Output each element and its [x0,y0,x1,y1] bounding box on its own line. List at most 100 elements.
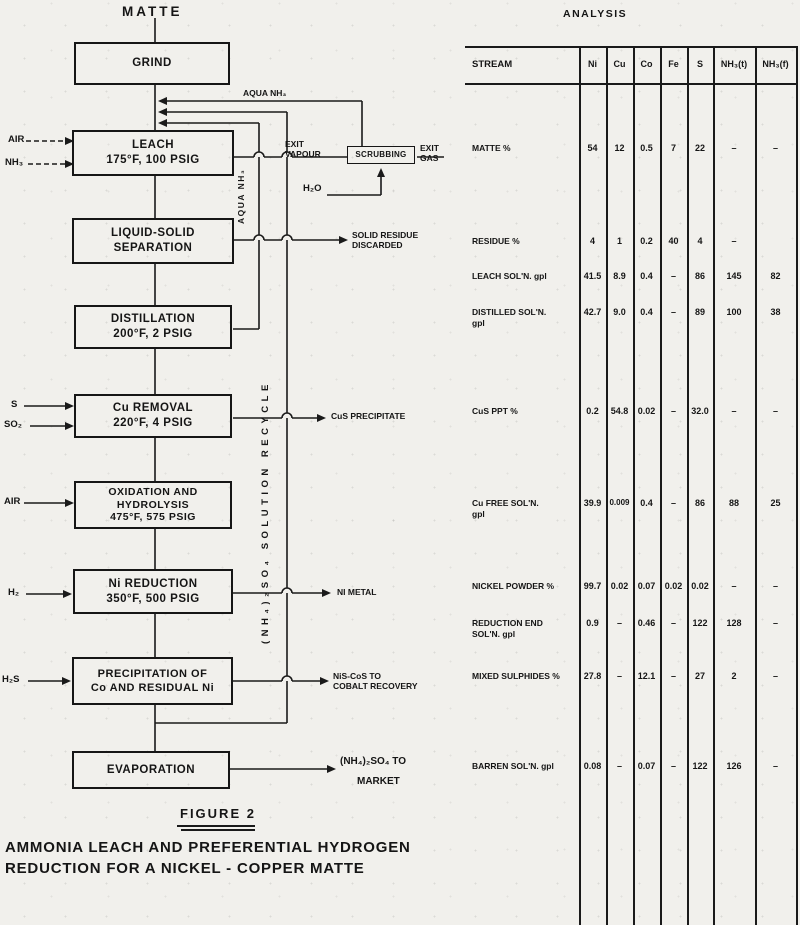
cell: 0.4 [640,498,653,508]
cell: – [731,406,737,416]
cell: 1 [616,236,622,246]
cell: 0.07 [637,581,656,591]
stream-cell: RESIDUE % [472,236,520,246]
process-box-cu-removal: Cu REMOVAL 220°F, 4 PSIG [74,394,232,438]
cell: – [772,671,778,681]
cell: – [731,236,737,246]
stream-cell: CuS PPT % [472,406,518,416]
cell: 145 [726,271,742,281]
figure-caption-line1: AMMONIA LEACH AND PREFERENTIAL HYDROGEN [5,839,411,856]
cell: 86 [694,271,705,281]
cell: 27.8 [583,671,602,681]
box-label2: SEPARATION [113,242,193,254]
nis-cos-line2: COBALT RECOVERY [333,681,418,692]
cell: 0.02 [691,581,709,591]
cell: – [670,671,676,681]
figure-underline-2 [181,829,255,831]
cell: – [670,498,676,508]
cell: 82 [770,271,781,281]
nis-cos-label: NiS-CoS TO COBALT RECOVERY [333,671,418,691]
cell: 2 [731,671,737,681]
box-label: Cu REMOVAL [112,402,194,415]
figure-number-label: FIGURE 2 [180,806,256,821]
figure-underline-1 [177,825,255,827]
exit-gas-label: EXIT GAS [420,143,439,163]
input-h2s-label: H₂S [2,674,20,685]
cell: 89 [694,307,705,317]
cell: 4 [697,236,703,246]
table-column-line [633,47,635,925]
stream-cell: DISTILLED SOL'N. gpl [472,307,547,329]
solid-residue-line2: DISCARDED [352,240,403,251]
process-box-grind: GRIND [74,42,230,85]
table-header-rule [465,83,798,85]
table-column-line [687,47,689,925]
cell: – [670,307,676,317]
cell: 86 [694,498,705,508]
cell: 0.08 [583,761,602,771]
stream-cell: REDUCTION END SOL'N. gpl [472,618,543,640]
box-label2: Co AND RESIDUAL Ni [90,682,215,694]
cell: 39.9 [583,498,602,508]
nis-cos-line1: NiS-CoS TO [333,671,382,681]
table-column-line [660,47,662,925]
analysis-table: STREAM Ni Cu Co Fe S NH₃(t) NH₃(f) MATTE… [465,0,798,925]
box-conditions: 175°F, 100 PSIG [106,154,200,166]
process-box-distillation: DISTILLATION 200°F, 2 PSIG [74,305,232,349]
input-nh3-label: NH₃ [5,157,24,168]
line-hops [253,151,293,682]
cell: 38 [770,307,781,317]
cell: 128 [726,618,742,628]
cell: 4 [589,236,595,246]
cell: 0.009 [609,498,630,507]
cell: 22 [694,143,705,153]
box-label: PRECIPITATION OF [97,667,208,680]
process-box-scrubbing: SCRUBBING [347,146,415,164]
cell: – [670,406,676,416]
box-conditions: 220°F, 4 PSIG [113,417,193,429]
exit-vapour-line1: EXIT [285,139,304,149]
cell: – [772,143,778,153]
cell: 27 [694,671,705,681]
stream-cell: LEACH SOL'N. gpl [472,271,547,281]
cell: – [616,671,622,681]
box-label: GRIND [132,57,172,70]
cell: 9.0 [613,307,626,317]
cell: 122 [692,618,708,628]
stream-cell: BARREN SOL'N. gpl [472,761,554,771]
cell: – [772,406,778,416]
stream-cell: MIXED SULPHIDES % [472,671,560,681]
table-column-line [606,47,608,925]
cell: 0.9 [586,618,599,628]
ni-metal-label: NI METAL [337,587,377,597]
flow-lines-layer [24,18,444,773]
cell: 41.5 [583,271,602,281]
box-label: DISTILLATION [110,313,196,326]
aqua-nh3-vertical-label: AQUA NH₃ [236,168,246,224]
solid-residue-line1: SOLID RESIDUE [352,230,419,240]
cell: – [731,143,737,153]
cell: 88 [728,498,739,508]
aqua-nh3-top-label: AQUA NH₃ [243,88,287,98]
box-label: Ni REDUCTION [108,577,198,590]
cell: 12.1 [637,671,656,681]
cell: 12 [614,143,625,153]
process-box-ni-reduction: Ni REDUCTION 350°F, 500 PSIG [73,569,233,614]
box-label: LEACH [131,139,175,152]
table-column-line [713,47,715,925]
input-so2-label: SO₂ [4,419,22,430]
connector-lines [24,18,444,770]
process-box-leach: LEACH 175°F, 100 PSIG [72,130,234,176]
col-header-ni: Ni [588,59,597,69]
input-h2-label: H₂ [8,587,20,598]
table-column-line [796,47,798,925]
input-air-leach-label: AIR [8,134,25,145]
input-h2o-label: H₂O [303,183,322,194]
process-box-oxidation-hydrolysis: OXIDATION AND HYDROLYSIS 475°F, 575 PSIG [74,481,232,529]
stream-cell: NICKEL POWDER % [472,581,555,591]
table-column-line [579,47,581,925]
col-header-stream: STREAM [472,59,513,70]
cell: 0.46 [637,618,656,628]
box-conditions: 350°F, 500 PSIG [106,592,200,605]
